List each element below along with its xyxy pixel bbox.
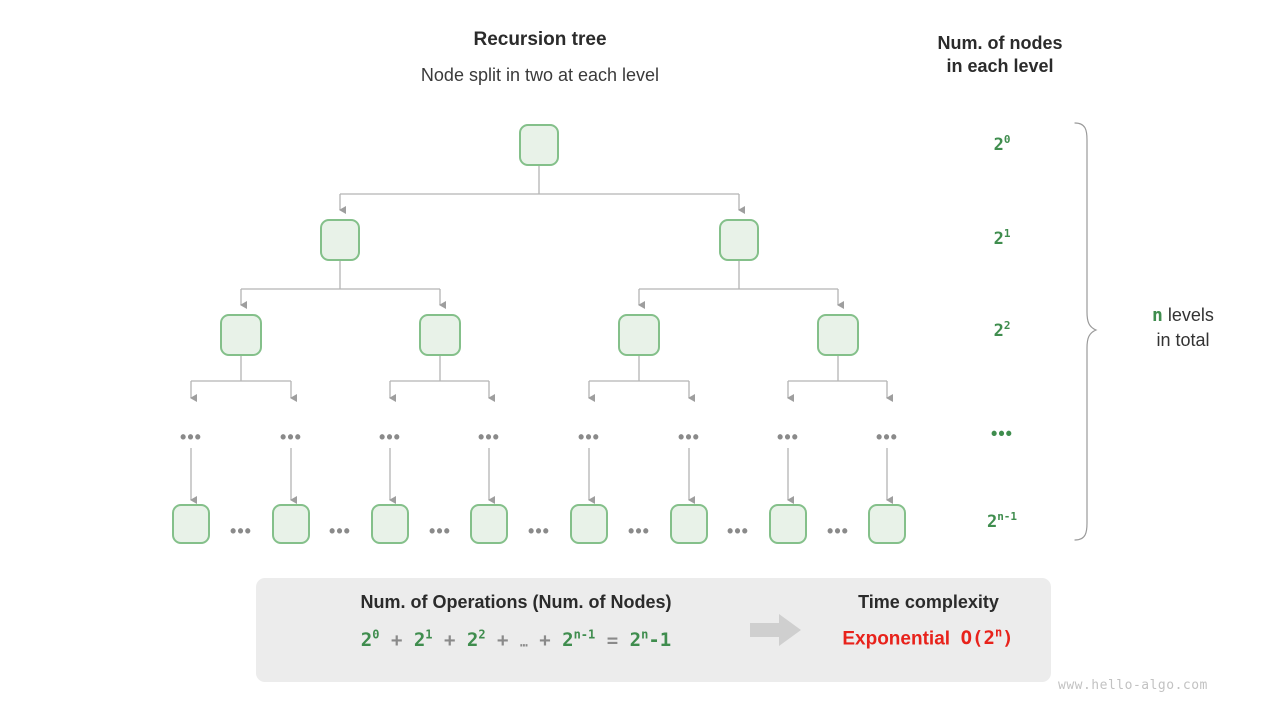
level-count-label-ellipsis: ••• bbox=[991, 423, 1013, 444]
tree-node bbox=[570, 504, 608, 544]
formula-term-last: 2n-1 bbox=[562, 628, 596, 652]
leaf-gap-ellipsis: ••• bbox=[230, 521, 252, 541]
formula-plus: + bbox=[390, 629, 403, 652]
formula-plus: + bbox=[443, 629, 456, 652]
formula-term-2: 22 bbox=[466, 628, 486, 652]
tree-node bbox=[272, 504, 310, 544]
level-count-label-0: 20 bbox=[993, 133, 1011, 155]
node-count-column-title: Num. of nodes in each level bbox=[900, 32, 1100, 77]
tree-node-ellipsis: ••• bbox=[478, 427, 500, 447]
tree-node-ellipsis: ••• bbox=[578, 427, 600, 447]
leaf-gap-ellipsis: ••• bbox=[429, 521, 451, 541]
watermark: www.hello-algo.com bbox=[1058, 678, 1208, 693]
formula-result: 2n-1 bbox=[629, 628, 672, 652]
formula-plus: + bbox=[497, 629, 509, 652]
tree-node bbox=[817, 314, 859, 356]
operations-formula: 20 + 21 + 22 + … + 2n-1 = 2n-1 bbox=[276, 628, 756, 651]
tree-node-ellipsis: ••• bbox=[777, 427, 799, 447]
level-count-label-last: 2n-1 bbox=[986, 510, 1018, 532]
levels-brace bbox=[1074, 122, 1098, 541]
formula-plus: + bbox=[539, 629, 551, 652]
tree-node bbox=[320, 219, 360, 261]
right-block-arrow-icon bbox=[750, 614, 801, 646]
leaf-gap-ellipsis: ••• bbox=[329, 521, 351, 541]
summary-panel: Num. of Operations (Num. of Nodes) 20 + … bbox=[256, 578, 1051, 682]
tree-node-ellipsis: ••• bbox=[876, 427, 898, 447]
levels-word: levels bbox=[1167, 305, 1214, 325]
leaf-gap-ellipsis: ••• bbox=[528, 521, 550, 541]
node-count-title-line2: in each level bbox=[946, 55, 1054, 76]
tree-node bbox=[371, 504, 409, 544]
tree-node bbox=[470, 504, 508, 544]
tree-node-ellipsis: ••• bbox=[280, 427, 302, 447]
tree-node bbox=[172, 504, 210, 544]
tree-node-ellipsis: ••• bbox=[379, 427, 401, 447]
leaf-gap-ellipsis: ••• bbox=[628, 521, 650, 541]
tree-node bbox=[419, 314, 461, 356]
formula-equals: = bbox=[606, 629, 619, 652]
level-count-label-1: 21 bbox=[993, 227, 1011, 249]
tree-node bbox=[618, 314, 660, 356]
tree-node bbox=[519, 124, 559, 166]
leaf-gap-ellipsis: ••• bbox=[727, 521, 749, 541]
tree-node bbox=[670, 504, 708, 544]
tree-node bbox=[769, 504, 807, 544]
levels-total-label: n levels in total bbox=[1108, 303, 1258, 353]
tree-subtitle: Node split in two at each level bbox=[420, 65, 660, 85]
time-complexity-title: Time complexity bbox=[858, 592, 999, 612]
tree-node bbox=[868, 504, 906, 544]
formula-term-1: 21 bbox=[413, 628, 433, 652]
time-complexity-value: Exponential O(2n) bbox=[808, 626, 1048, 650]
n-symbol: n bbox=[1152, 305, 1163, 326]
level-count-label-2: 22 bbox=[993, 319, 1011, 341]
formula-term-0: 20 bbox=[360, 628, 380, 652]
tree-node bbox=[220, 314, 262, 356]
node-count-title-line1: Num. of nodes bbox=[937, 33, 1063, 53]
in-total-word: in total bbox=[1156, 330, 1210, 351]
complexity-name: Exponential bbox=[842, 628, 951, 650]
operations-title: Num. of Operations (Num. of Nodes) bbox=[360, 592, 672, 612]
tree-node-ellipsis: ••• bbox=[180, 427, 202, 447]
tree-title: Recursion tree bbox=[473, 29, 607, 50]
tree-node-ellipsis: ••• bbox=[678, 427, 700, 447]
formula-ellipsis: … bbox=[519, 635, 528, 651]
leaf-gap-ellipsis: ••• bbox=[827, 521, 849, 541]
tree-node bbox=[719, 219, 759, 261]
complexity-notation: O(2n) bbox=[960, 626, 1014, 650]
